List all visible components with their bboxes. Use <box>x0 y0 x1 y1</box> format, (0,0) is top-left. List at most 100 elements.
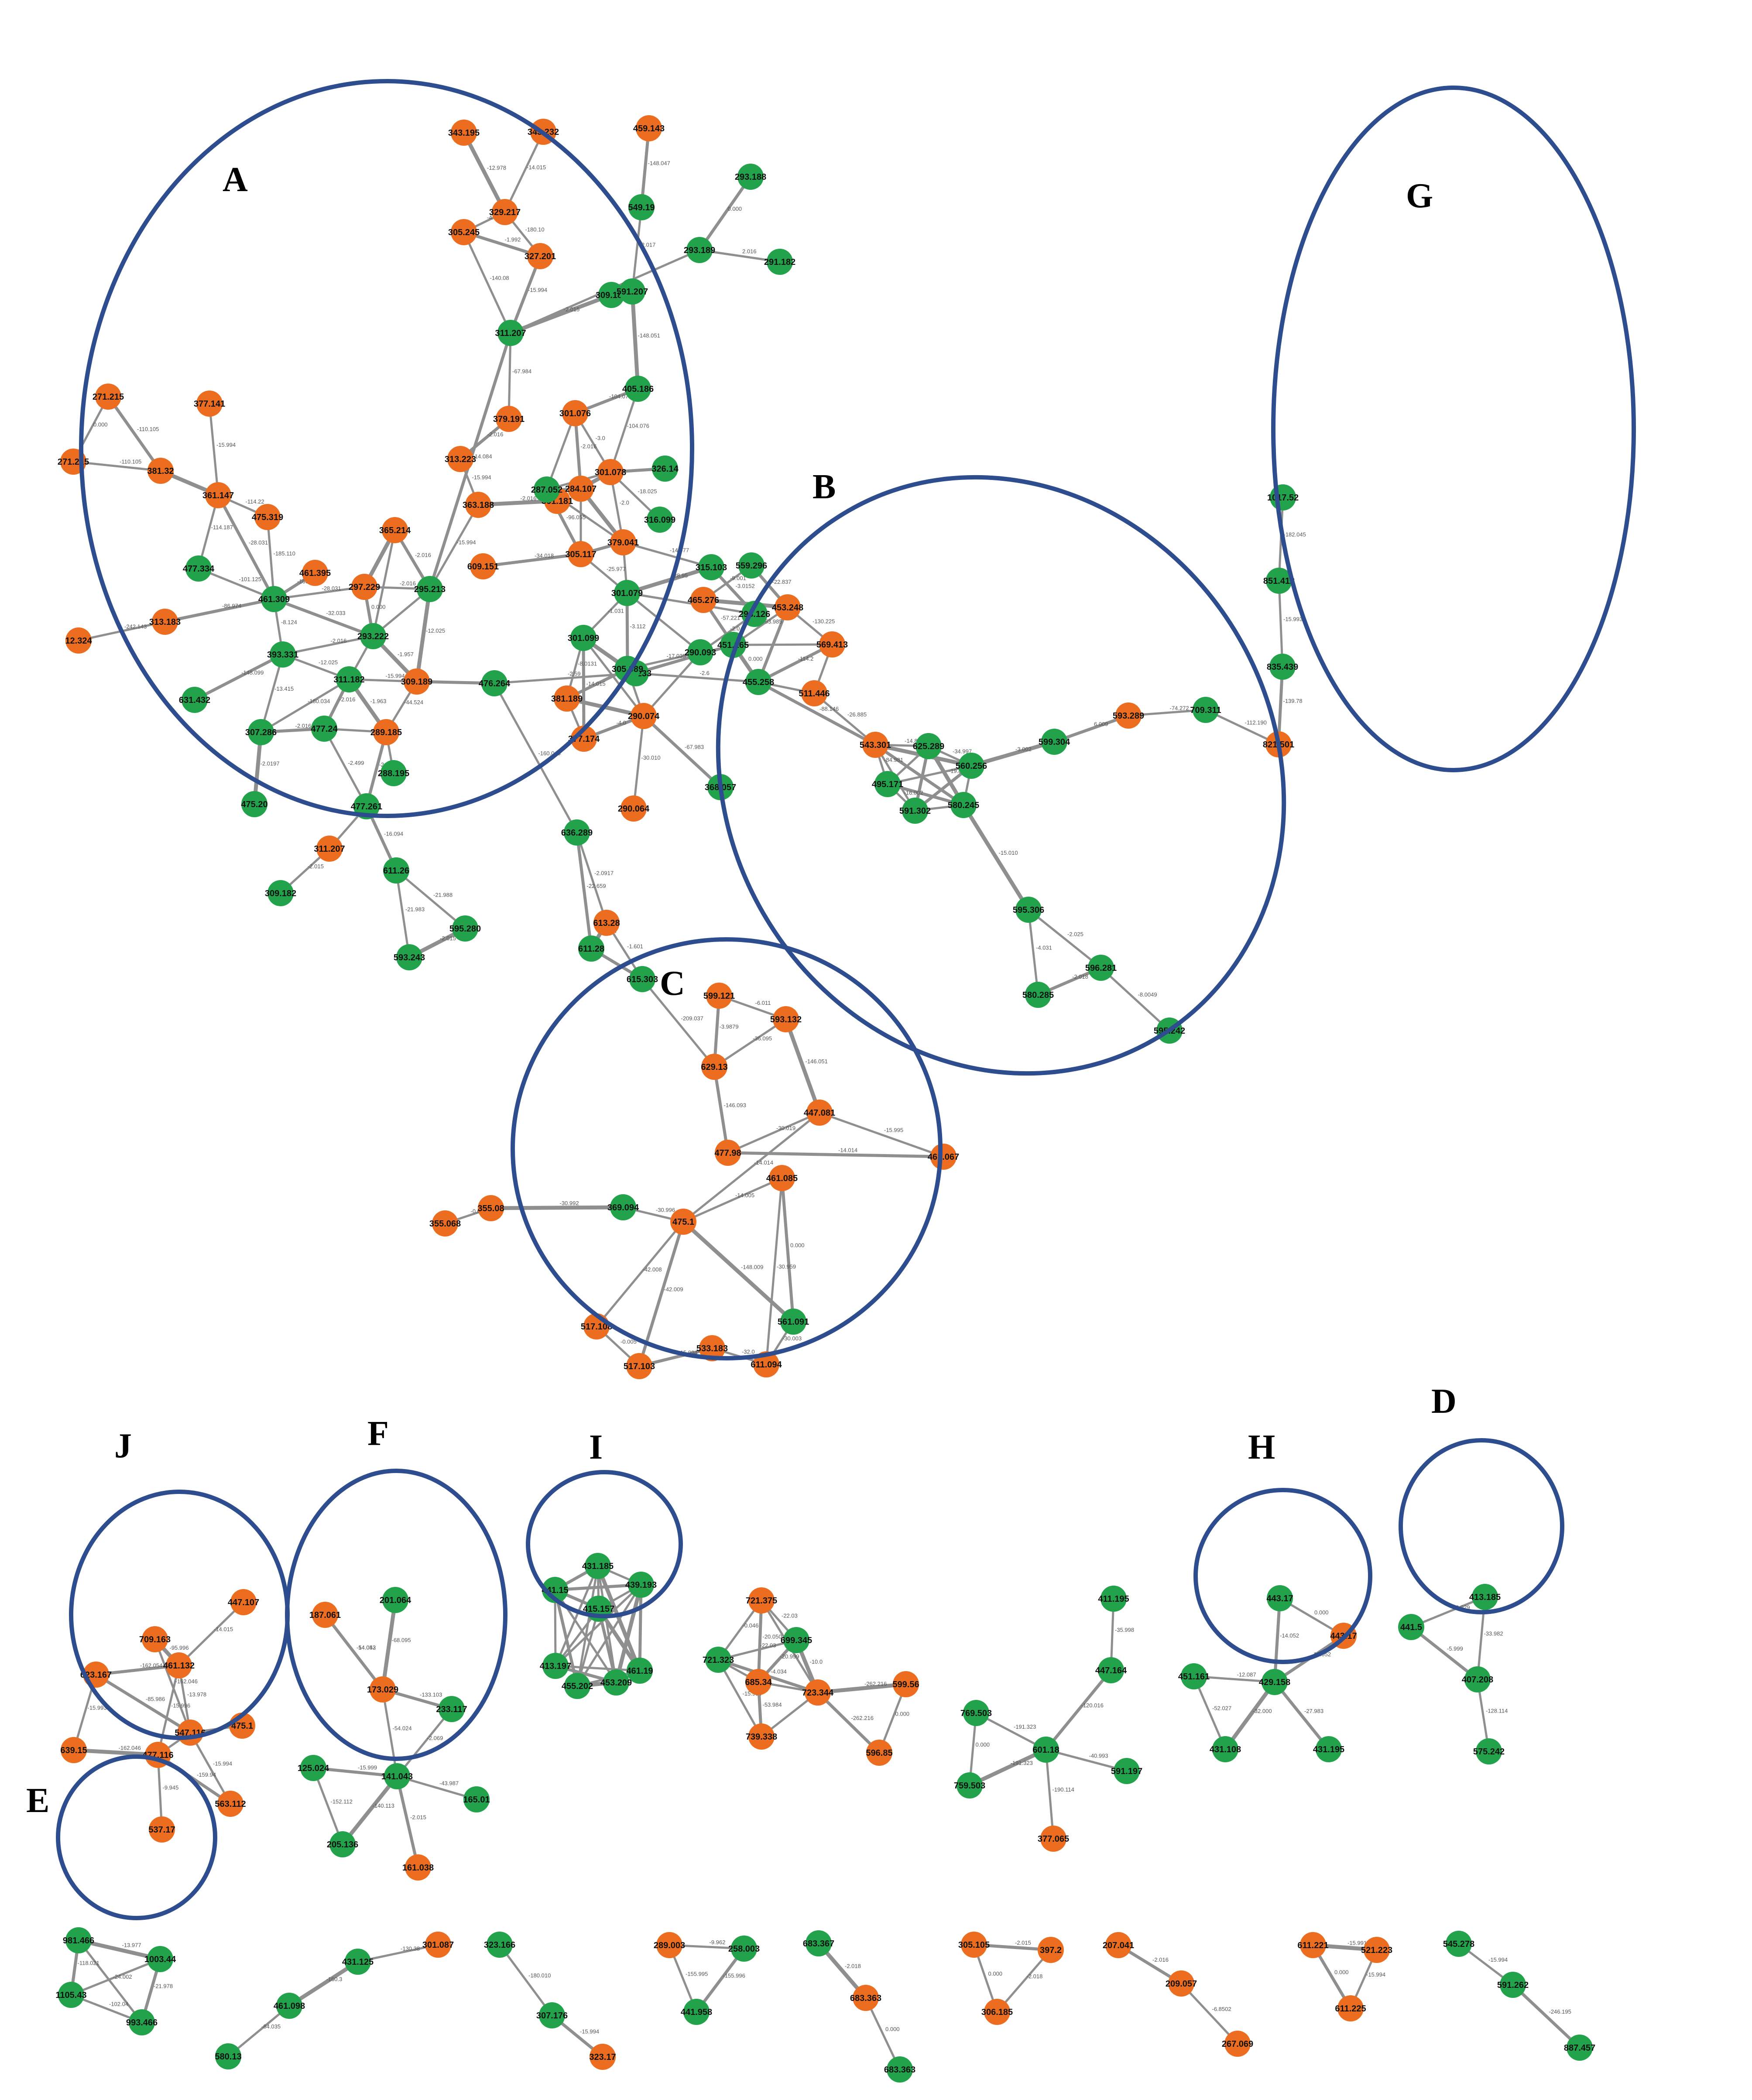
network-node[interactable]: 290.064 <box>618 795 650 822</box>
network-node[interactable]: 369.094 <box>607 1194 639 1220</box>
network-node[interactable]: 1017.52 <box>1267 484 1299 510</box>
network-node[interactable]: 629.13 <box>701 1054 728 1080</box>
network-node[interactable]: 323.166 <box>484 1932 515 1958</box>
network-node[interactable]: 187.061 <box>309 1602 341 1628</box>
network-node[interactable]: 683.367 <box>803 1930 834 1956</box>
network-node[interactable]: 289.185 <box>370 719 402 745</box>
network-node[interactable]: 311.207 <box>314 836 345 862</box>
network-node[interactable]: 461.395 <box>299 560 331 586</box>
network-node[interactable]: 290.074 <box>628 703 660 729</box>
network-node[interactable]: 591.302 <box>899 798 931 824</box>
network-node[interactable]: 441.5 <box>1398 1614 1424 1640</box>
network-node[interactable]: 284.107 <box>565 476 597 502</box>
network-node[interactable]: 599.304 <box>1039 729 1070 755</box>
network-node[interactable]: 477.98 <box>714 1140 741 1166</box>
network-node[interactable]: 593.132 <box>770 1006 802 1032</box>
network-node[interactable]: 311.207 <box>495 320 526 346</box>
network-node[interactable]: 411.195 <box>1098 1586 1129 1612</box>
network-node[interactable]: 851.412 <box>1263 568 1295 594</box>
network-node[interactable]: 326.14 <box>651 456 679 482</box>
network-node[interactable]: 309.189 <box>401 668 432 695</box>
network-node[interactable]: 453.209 <box>600 1669 632 1696</box>
network-node[interactable]: 306.185 <box>981 1999 1013 2025</box>
network-node[interactable]: 315.103 <box>696 554 727 580</box>
network-node[interactable]: 609.151 <box>467 553 499 579</box>
network-node[interactable]: 683.363 <box>850 1985 881 2011</box>
network-node[interactable]: 580.285 <box>1022 982 1054 1008</box>
network-node[interactable]: 611.225 <box>1335 1995 1366 2021</box>
network-node[interactable]: 431.195 <box>1313 1736 1344 1762</box>
network-node[interactable]: 517.103 <box>624 1353 655 1379</box>
network-node[interactable]: 1105.43 <box>55 1982 87 2008</box>
network-node[interactable]: 769.503 <box>960 1700 992 1726</box>
network-node[interactable]: 993.466 <box>126 2009 158 2035</box>
network-node[interactable]: 533.183 <box>696 1335 728 1361</box>
network-node[interactable]: 981.466 <box>63 1927 94 1953</box>
network-node[interactable]: 365.214 <box>379 517 411 543</box>
network-node[interactable]: 636.289 <box>561 819 593 846</box>
network-node[interactable]: 441.958 <box>681 1999 712 2025</box>
network-node[interactable]: 475.1 <box>670 1209 696 1235</box>
network-node[interactable]: 476.264 <box>479 670 511 696</box>
network-node[interactable]: 313.223 <box>445 446 476 472</box>
network-node[interactable]: 547.116 <box>175 1720 206 1746</box>
network-node[interactable]: 461.098 <box>274 1993 305 2019</box>
network-node[interactable]: 461.067 <box>928 1144 959 1170</box>
network-node[interactable]: 461.132 <box>163 1652 195 1679</box>
network-node[interactable]: 393.331 <box>267 641 298 668</box>
network-node[interactable]: 293.188 <box>735 164 766 190</box>
network-node[interactable]: 545.278 <box>1443 1931 1474 1957</box>
network-node[interactable]: 611.26 <box>383 857 409 884</box>
network-node[interactable]: 596.281 <box>1085 955 1117 981</box>
network-node[interactable]: 141.043 <box>381 1763 413 1789</box>
network-node[interactable]: 441.15 <box>542 1577 569 1603</box>
network-node[interactable]: 596.85 <box>866 1740 893 1766</box>
network-node[interactable]: 459.143 <box>633 115 665 141</box>
network-node[interactable]: 301.079 <box>611 580 643 606</box>
network-node[interactable]: 475.319 <box>252 504 283 530</box>
network-node[interactable]: 271.215 <box>58 449 89 475</box>
network-node[interactable]: 543.301 <box>860 732 891 758</box>
network-node[interactable]: 316.099 <box>644 507 675 533</box>
network-node[interactable]: 601.18 <box>1032 1737 1059 1763</box>
network-node[interactable]: 443.17 <box>1266 1585 1293 1611</box>
network-node[interactable]: 12.324 <box>65 627 92 654</box>
network-node[interactable]: 615.303 <box>627 966 658 992</box>
network-node[interactable]: 835.439 <box>1267 654 1298 680</box>
network-node[interactable]: 301.099 <box>568 625 599 651</box>
network-node[interactable]: 205.136 <box>327 1831 358 1857</box>
network-node[interactable]: 439.193 <box>625 1572 657 1598</box>
network-node[interactable]: 363.188 <box>463 492 494 518</box>
network-node[interactable]: 495.171 <box>872 771 903 797</box>
network-node[interactable]: 301.076 <box>559 400 591 426</box>
network-node[interactable]: 379.191 <box>493 406 525 432</box>
network-node[interactable]: 683.363 <box>884 2056 915 2083</box>
network-node[interactable]: 611.28 <box>578 935 604 962</box>
network-node[interactable]: 431.185 <box>582 1553 614 1579</box>
network-node[interactable]: 575.242 <box>1473 1738 1505 1764</box>
network-node[interactable]: 759.503 <box>954 1772 985 1799</box>
network-node[interactable]: 593.289 <box>1113 702 1144 729</box>
network-node[interactable]: 477.334 <box>183 555 215 582</box>
network-node[interactable]: 327.201 <box>525 243 556 269</box>
network-node[interactable]: 289.003 <box>654 1932 685 1958</box>
network-node[interactable]: 311.182 <box>333 666 365 692</box>
network-node[interactable]: 549.19 <box>628 194 655 220</box>
network-node[interactable]: 343.195 <box>448 120 480 146</box>
network-node[interactable]: 739.338 <box>746 1723 777 1750</box>
network-node[interactable]: 613.28 <box>593 910 620 936</box>
network-node[interactable]: 451.161 <box>1178 1663 1210 1689</box>
network-node[interactable]: 287.052 <box>531 476 562 503</box>
network-node[interactable]: 465.276 <box>688 587 719 613</box>
network-node[interactable]: 455.258 <box>743 669 774 695</box>
network-node[interactable]: 447.081 <box>804 1100 835 1126</box>
network-node[interactable]: 173.029 <box>367 1676 398 1703</box>
network-node[interactable]: 475.20 <box>241 791 268 817</box>
network-node[interactable]: 447.107 <box>228 1589 259 1615</box>
network-node[interactable]: 521.223 <box>1361 1937 1392 1963</box>
network-node[interactable]: 685.34 <box>745 1669 772 1695</box>
network-node[interactable]: 580.13 <box>215 2043 242 2069</box>
network-node[interactable]: 379.041 <box>607 529 639 555</box>
network-node[interactable]: 305.105 <box>958 1932 990 1958</box>
network-node[interactable]: 599.121 <box>703 983 735 1009</box>
